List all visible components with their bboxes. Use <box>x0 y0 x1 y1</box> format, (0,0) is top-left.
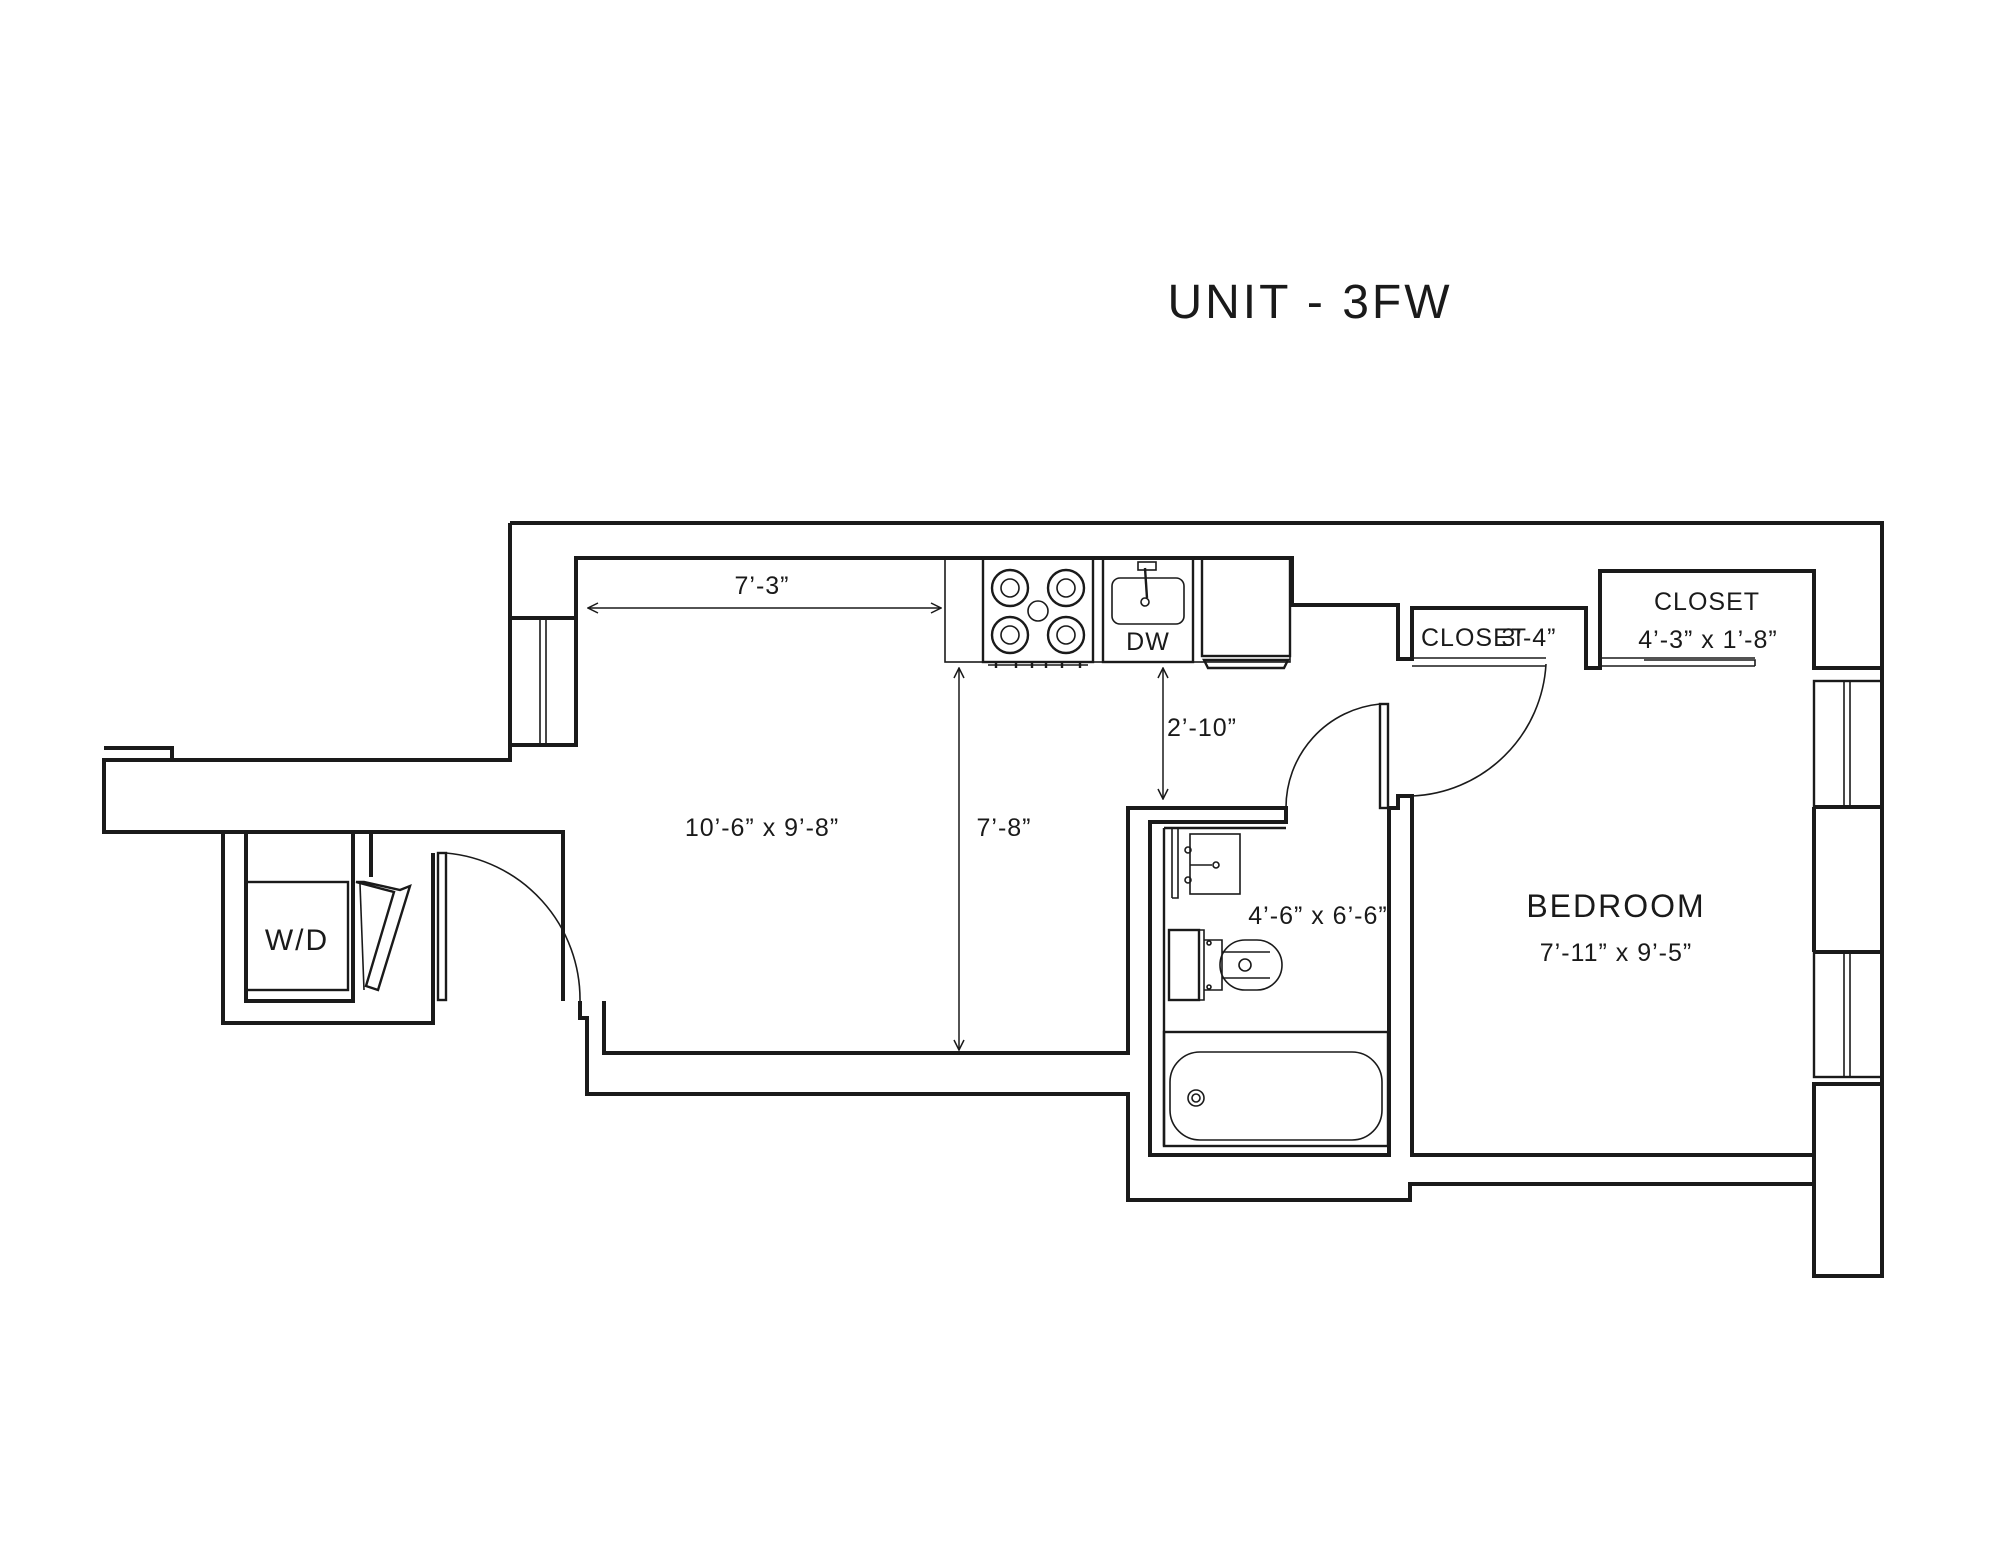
sink-icon <box>1101 556 1195 664</box>
dimension-lines <box>588 608 1163 1050</box>
living-size-label: 10’-6” x 9’-8” <box>685 814 839 842</box>
south-wall <box>578 806 1816 1276</box>
labels: 7’-3” 10’-6” x 9’-8” 7’-8” 2’-10” CLOSET… <box>685 572 1777 967</box>
unit-title: UNIT - 3FW <box>1167 276 1452 329</box>
toilet-icon <box>1167 928 1283 1002</box>
closet-door-tracks <box>1412 657 1756 667</box>
bedroom-partition-wall <box>1387 794 1816 1157</box>
closet-small-label: CLOSET <box>1421 624 1527 652</box>
north-protrusion-wall <box>104 746 174 760</box>
closet-large-label: CLOSET <box>1654 588 1760 616</box>
kitchen: DW <box>944 556 1292 670</box>
bedroom-label: BEDROOM <box>1526 888 1705 924</box>
window-east-1 <box>1812 679 1884 809</box>
closet-large-size: 4’-3” x 1’-8” <box>1638 626 1777 654</box>
refrigerator-icon <box>1200 556 1292 670</box>
clearance-label: 2’-10” <box>1167 714 1237 742</box>
bathroom-door <box>1285 702 1390 810</box>
bathtub-icon <box>1162 1030 1390 1148</box>
bedroom-size-label: 7’-11” x 9’-5” <box>1540 939 1692 967</box>
closet-small-size: 3’-4” <box>1501 624 1556 652</box>
walls <box>102 521 1884 1278</box>
washer-dryer: W/D <box>244 880 350 992</box>
range-icon <box>981 556 1095 668</box>
window-east-2 <box>1812 950 1884 1079</box>
wd-door <box>355 880 412 992</box>
exterior-wall <box>508 521 1884 1278</box>
entry-door <box>436 851 581 1002</box>
washer-dryer-label: W/D <box>265 924 329 957</box>
kitchen-width-label: 7’-3” <box>734 572 789 600</box>
dishwasher-label: DW <box>1126 628 1170 656</box>
window-west <box>508 616 578 747</box>
living-depth-label: 7’-8” <box>976 814 1031 842</box>
doors <box>355 663 1547 1002</box>
bath-size-label: 4’-6” x 6’-6” <box>1248 902 1387 930</box>
east-wall-pier <box>1812 805 1882 954</box>
windows <box>508 616 1884 1079</box>
bathroom <box>1162 826 1390 1148</box>
bedroom-door <box>1411 663 1547 797</box>
left-wall <box>102 523 578 1001</box>
vanity-sink-icon <box>1171 828 1241 899</box>
